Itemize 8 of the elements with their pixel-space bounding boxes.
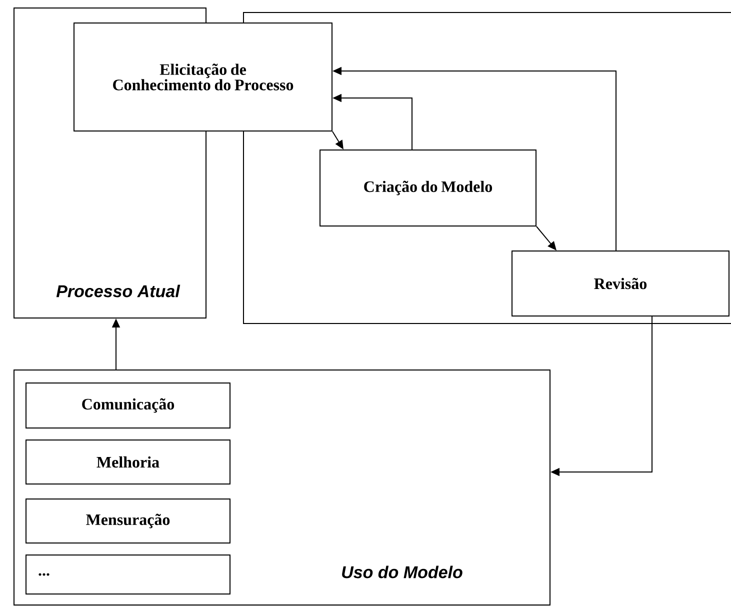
process-box: Melhoria <box>26 440 230 484</box>
process-box: ... <box>26 554 230 594</box>
process-box: Mensuração <box>26 498 230 544</box>
process-box: Revisão <box>512 250 730 316</box>
arrow <box>536 226 556 250</box>
process-box: Elicitação de Conhecimento do Processo <box>74 22 332 132</box>
process-box: Criação do Modelo <box>320 150 536 226</box>
process-box: Comunicação <box>26 382 230 428</box>
